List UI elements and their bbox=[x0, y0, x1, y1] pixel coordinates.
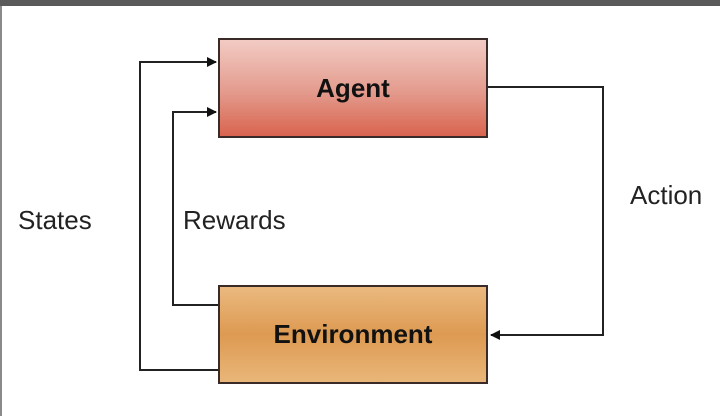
rewards-arrow bbox=[172, 107, 218, 306]
window-top-bar bbox=[0, 0, 720, 6]
states-arrow bbox=[139, 57, 218, 371]
rewards-label: Rewards bbox=[183, 205, 286, 235]
window-left-border bbox=[0, 6, 2, 416]
agent-node: Agent bbox=[218, 38, 488, 138]
action-arrow bbox=[488, 86, 604, 340]
states-label: States bbox=[18, 205, 92, 235]
environment-label: Environment bbox=[273, 319, 433, 349]
environment-node: Environment bbox=[218, 285, 488, 384]
action-label: Action bbox=[630, 180, 703, 210]
agent-label: Agent bbox=[316, 72, 390, 103]
